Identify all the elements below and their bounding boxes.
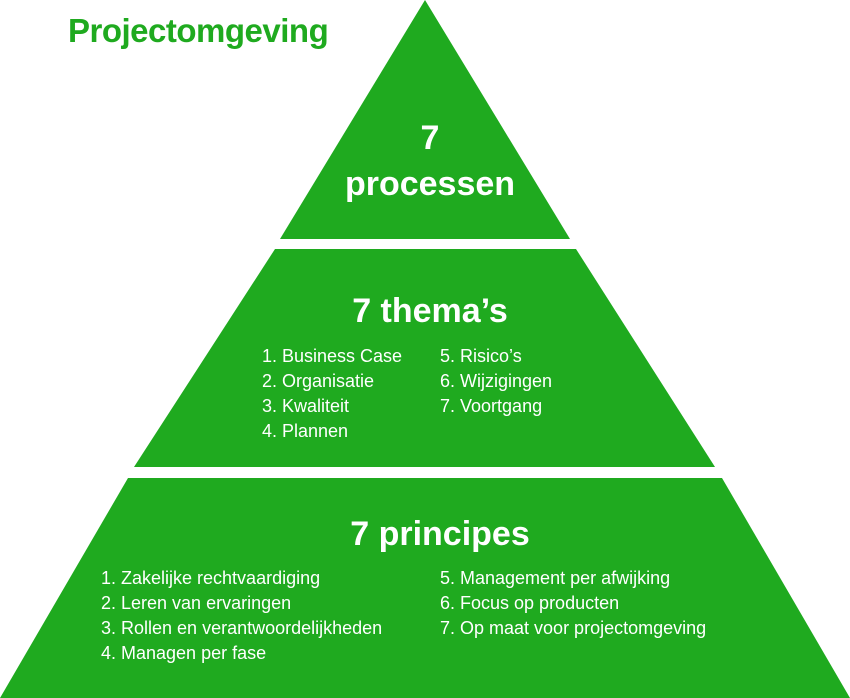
theme-item: 6. Wijzigingen (440, 371, 553, 391)
themes-list-right: 5. Risico’s 6. Wijzigingen 7. Voortgang (440, 344, 552, 419)
principle-item: 2. Leren van ervaringen (101, 593, 292, 613)
diagram-title: Projectomgeving (68, 12, 329, 49)
principles-list-left: 1. Zakelijke rechtvaardiging 2. Leren va… (101, 566, 382, 666)
principle-item: 1. Zakelijke rechtvaardiging (101, 568, 321, 588)
principle-item: 4. Managen per fase (101, 643, 267, 663)
middle-tier-heading: 7 thema’s (352, 292, 508, 330)
top-tier-label: processen (344, 165, 516, 203)
theme-item: 7. Voortgang (440, 396, 543, 416)
theme-item: 4. Plannen (262, 421, 349, 441)
principle-item: 3. Rollen en verantwoordelijkheden (101, 618, 383, 638)
themes-list-left: 1. Business Case 2. Organisatie 3. Kwali… (262, 344, 402, 444)
theme-item: 2. Organisatie (262, 371, 375, 391)
theme-item: 5. Risico’s (440, 346, 522, 366)
principles-list-right: 5. Management per afwijking 6. Focus op … (440, 566, 706, 641)
theme-item: 1. Business Case (262, 346, 403, 366)
principle-item: 5. Management per afwijking (440, 568, 671, 588)
pyramid-bottom-tier (0, 478, 850, 698)
pyramid-top-tier (280, 0, 570, 239)
theme-item: 3. Kwaliteit (262, 396, 350, 416)
principle-item: 6. Focus op producten (440, 593, 620, 613)
pyramid-middle-tier (134, 249, 715, 467)
bottom-tier-heading: 7 principes (350, 515, 530, 553)
top-tier-number: 7 (420, 119, 440, 157)
top-tier-heading: 7 processen (330, 115, 530, 207)
principle-item: 7. Op maat voor projectomgeving (440, 618, 707, 638)
